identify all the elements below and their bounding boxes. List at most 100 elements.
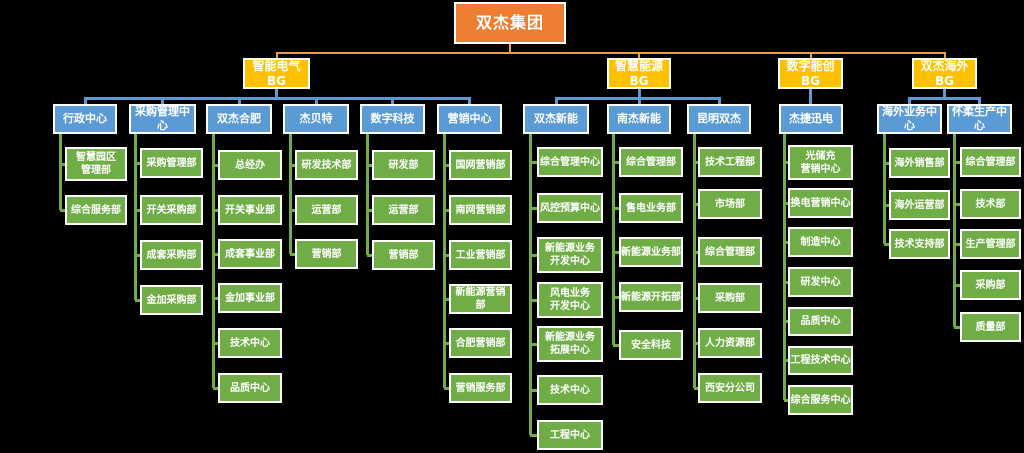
- center-node: 南杰新能: [607, 104, 671, 134]
- dept-stub: [694, 202, 698, 206]
- department-node: 风控预算中心: [537, 193, 603, 223]
- dept-stub: [694, 386, 698, 390]
- business-group-node: 双杰海外BG: [912, 58, 977, 89]
- dept-stub: [135, 253, 140, 257]
- department-node: 运营部: [295, 195, 358, 225]
- dept-stub: [213, 208, 218, 212]
- department-node: 运营部: [372, 195, 435, 225]
- department-node: 技术中心: [537, 375, 603, 405]
- dept-stub: [613, 250, 619, 254]
- center-stub: [717, 97, 721, 104]
- dept-stub: [784, 161, 788, 164]
- dept-stub: [444, 386, 449, 390]
- dept-stub: [884, 242, 889, 246]
- center-stub: [161, 97, 164, 104]
- dept-stub: [784, 240, 788, 244]
- dept-stub: [213, 386, 218, 390]
- dept-stub: [530, 253, 537, 257]
- center-node: 营销中心: [437, 104, 502, 134]
- department-node: 新能源开拓部: [619, 282, 683, 312]
- dept-stub: [290, 208, 295, 212]
- root-node: 双杰集团: [454, 2, 566, 44]
- center-stub: [237, 97, 241, 104]
- center-stub: [468, 97, 471, 104]
- department-node: 综合服务中心: [788, 385, 853, 415]
- department-node: 技术中心: [218, 328, 282, 358]
- dept-trunk: [211, 134, 215, 388]
- center-node: 海外业务中心: [877, 104, 942, 134]
- dept-stub: [884, 161, 889, 165]
- department-node: 人力资源部: [698, 328, 762, 358]
- root-rail: [276, 52, 945, 54]
- center-stub: [391, 97, 394, 104]
- dept-stub: [213, 163, 218, 167]
- department-node: 新能源业务 开发中心: [537, 237, 603, 273]
- business-group-node: 数字能创BG: [778, 58, 843, 89]
- department-node: 研发技术部: [295, 150, 358, 180]
- bg-connector: [275, 89, 278, 97]
- department-node: 质量部: [960, 312, 1021, 342]
- dept-stub: [135, 161, 140, 165]
- department-node: 金加采购部: [140, 285, 203, 315]
- department-node: 海外运营部: [889, 190, 950, 220]
- department-node: 制造中心: [788, 227, 853, 257]
- department-node: 南网营销部: [449, 195, 512, 225]
- department-node: 综合管理部: [698, 237, 762, 267]
- dept-stub: [530, 342, 537, 346]
- department-node: 技术支持部: [889, 229, 950, 259]
- department-node: 品质中心: [218, 373, 282, 403]
- center-node: 怀柔生产中心: [947, 104, 1012, 134]
- dept-trunk: [882, 134, 886, 244]
- dept-stub: [444, 341, 449, 345]
- center-node: 杰贝特: [283, 104, 349, 134]
- bg-rail: [909, 97, 980, 100]
- dept-stub: [367, 253, 372, 257]
- dept-stub: [954, 160, 960, 164]
- dept-stub: [367, 163, 372, 167]
- dept-stub: [694, 296, 698, 300]
- department-node: 生产管理部: [960, 229, 1021, 259]
- business-group-node: 智慧能源BG: [607, 58, 671, 89]
- department-node: 采购部: [960, 270, 1021, 300]
- center-stub: [637, 97, 641, 104]
- department-node: 开关采购部: [140, 195, 203, 225]
- dept-stub: [530, 298, 537, 302]
- department-node: 综合管理中心: [537, 147, 603, 177]
- dept-stub: [954, 202, 960, 206]
- center-node: 双杰新能: [523, 104, 589, 134]
- department-node: 总经办: [218, 150, 282, 180]
- bg-connector: [637, 89, 641, 97]
- bg-rail: [85, 97, 470, 100]
- dept-stub: [694, 250, 698, 254]
- bg-stub: [943, 52, 946, 58]
- dept-stub: [784, 320, 788, 323]
- department-node: 营销部: [295, 239, 358, 269]
- dept-stub: [613, 206, 619, 210]
- bg-stub: [638, 52, 640, 58]
- department-node: 市场部: [698, 189, 762, 219]
- dept-trunk: [365, 134, 369, 255]
- department-node: 成套事业部: [218, 239, 282, 269]
- dept-stub: [444, 163, 449, 167]
- dept-stub: [884, 203, 889, 207]
- dept-trunk: [528, 134, 532, 435]
- department-node: 新能源营销部: [449, 284, 512, 314]
- department-node: 开关事业部: [218, 195, 282, 225]
- dept-trunk: [288, 134, 292, 254]
- dept-stub: [530, 433, 537, 437]
- department-node: 工程中心: [537, 420, 603, 450]
- bg-stub: [809, 52, 812, 58]
- department-node: 工程技术中心: [788, 346, 853, 375]
- department-node: 售电业务部: [619, 193, 683, 223]
- department-node: 海外销售部: [889, 148, 950, 178]
- dept-stub: [954, 283, 960, 287]
- dept-stub: [213, 252, 218, 256]
- department-node: 采购管理部: [140, 148, 203, 178]
- center-node: 行政中心: [53, 104, 117, 134]
- department-node: 金加事业部: [218, 283, 282, 313]
- dept-stub: [784, 398, 788, 402]
- dept-stub: [530, 206, 537, 210]
- department-node: 西安分公司: [698, 373, 762, 403]
- department-node: 新能源业务部: [619, 237, 683, 267]
- dept-stub: [530, 388, 537, 392]
